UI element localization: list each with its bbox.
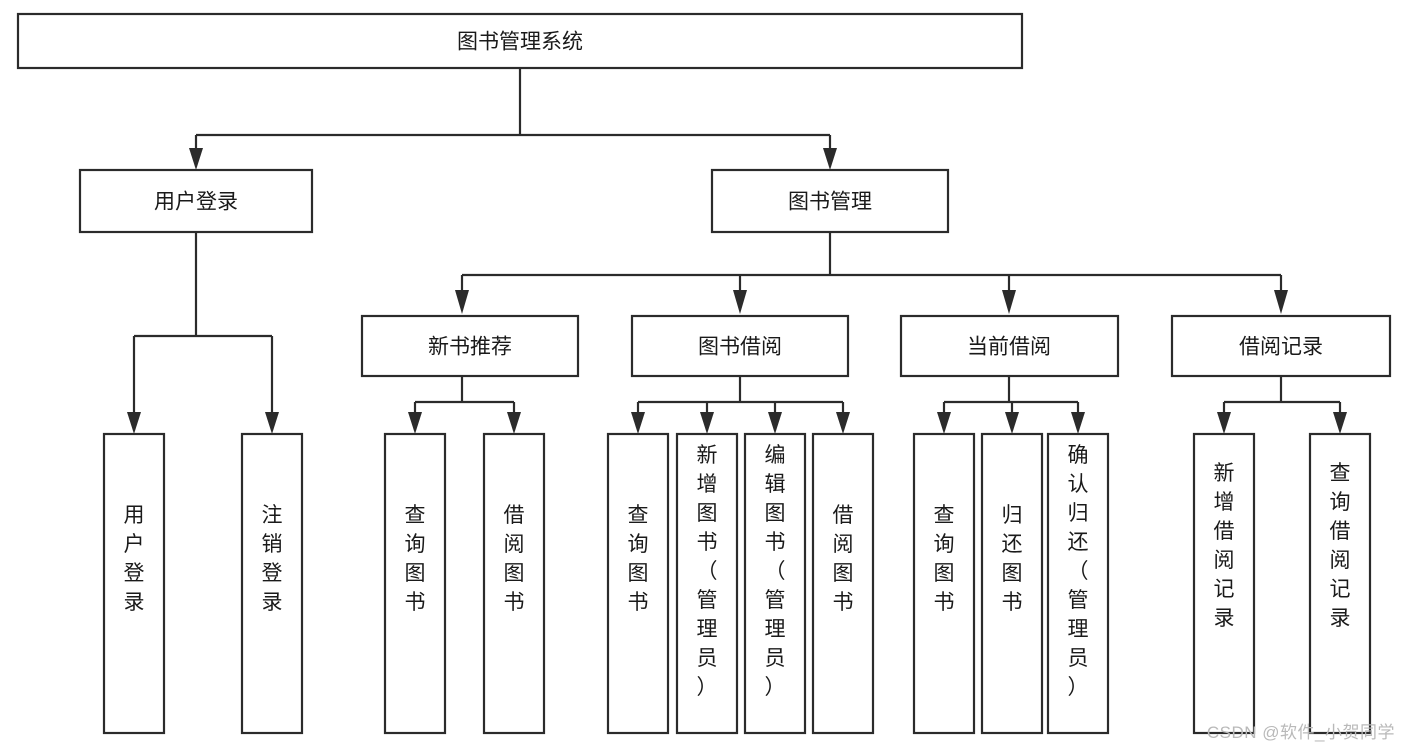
leaf-borrowbook-add[interactable]: 新增图书（管理员） <box>675 432 739 735</box>
arrow-newbook-leaf2 <box>507 412 521 434</box>
arrow-borrowbook-leaf2 <box>700 412 714 434</box>
node-book-manage-label: 图书管理 <box>788 191 872 214</box>
node-new-book-box[interactable] <box>360 314 580 378</box>
leaf-currentborrow-query[interactable]: 查询图书 <box>912 432 976 735</box>
arrow-borrowbook-leaf1 <box>631 412 645 434</box>
node-book-manage[interactable]: 图书管理 <box>710 168 950 234</box>
leaf-borrowbook-edit[interactable]: 编辑图书（管理员） <box>743 432 807 735</box>
leaf-borrowrecord-add[interactable]: 新增借阅记录 <box>1192 432 1256 735</box>
leaf-logout-box[interactable] <box>240 432 304 735</box>
arrow-currentborrow-leaf1 <box>937 412 951 434</box>
leaf-currentborrow-confirm[interactable]: 确认归还（管理员） <box>1046 432 1110 735</box>
leaf-currentborrow-return-box[interactable] <box>980 432 1044 735</box>
leaf-currentborrow-query-box[interactable] <box>912 432 976 735</box>
node-user-login-label: 用户登录 <box>154 191 238 214</box>
leaf-borrowbook-edit-box[interactable] <box>743 432 807 735</box>
arrow-to-new-book <box>455 290 469 314</box>
leaf-borrowbook-borrow[interactable]: 借阅图书 <box>811 432 875 735</box>
node-current-borrow[interactable]: 当前借阅 <box>899 314 1120 378</box>
leaf-currentborrow-return[interactable]: 归还图书 <box>980 432 1044 735</box>
arrow-to-book-manage <box>823 148 837 170</box>
node-root-label: 图书管理系统 <box>457 31 583 54</box>
arrow-to-borrow-record <box>1274 290 1288 314</box>
connector-layer <box>127 68 1347 434</box>
node-borrow-book-box[interactable] <box>630 314 850 378</box>
leaf-borrowrecord-add-label: 新增借阅记录 <box>1214 462 1235 630</box>
leaf-borrowrecord-query-box[interactable] <box>1308 432 1372 735</box>
leaf-logout[interactable]: 注销登录 <box>240 432 304 735</box>
node-borrow-record-box[interactable] <box>1170 314 1392 378</box>
leaf-newbook-query-label: 查询图书 <box>405 504 426 614</box>
leaf-logout-label: 注销登录 <box>262 504 283 614</box>
arrow-borrowrecord-leaf2 <box>1333 412 1347 434</box>
node-borrow-record[interactable]: 借阅记录 <box>1170 314 1392 378</box>
leaf-user-login-label: 用户登录 <box>124 504 145 614</box>
leaf-borrowrecord-query[interactable]: 查询借阅记录 <box>1308 432 1372 735</box>
leaf-borrowrecord-add-box[interactable] <box>1192 432 1256 735</box>
leaf-user-login[interactable]: 用户登录 <box>102 432 166 735</box>
arrow-newbook-leaf1 <box>408 412 422 434</box>
leaf-borrowbook-add-label: 新增图书（管理员） <box>697 444 718 699</box>
leaf-currentborrow-confirm-label: 确认归还（管理员） <box>1068 444 1089 699</box>
csdn-watermark: CSDN @软件_小贺同学 <box>1206 723 1395 742</box>
node-user-login[interactable]: 用户登录 <box>78 168 314 234</box>
node-borrow-record-label: 借阅记录 <box>1239 336 1323 359</box>
arrow-borrowbook-leaf3 <box>768 412 782 434</box>
leaf-borrowbook-borrow-box[interactable] <box>811 432 875 735</box>
node-borrow-book[interactable]: 图书借阅 <box>630 314 850 378</box>
node-new-book[interactable]: 新书推荐 <box>360 314 580 378</box>
leaf-currentborrow-query-label: 查询图书 <box>934 504 955 614</box>
node-root-box[interactable] <box>16 12 1024 70</box>
leaf-user-login-box[interactable] <box>102 432 166 735</box>
leaf-newbook-borrow-box[interactable] <box>482 432 546 735</box>
arrow-to-current-borrow <box>1002 290 1016 314</box>
node-root[interactable]: 图书管理系统 <box>16 12 1024 70</box>
arrow-to-user-login-leaf <box>127 412 141 434</box>
node-borrow-book-label: 图书借阅 <box>698 336 782 359</box>
leaf-borrowbook-query[interactable]: 查询图书 <box>606 432 670 735</box>
arrow-borrowbook-leaf4 <box>836 412 850 434</box>
leaf-borrowrecord-query-label: 查询借阅记录 <box>1330 462 1351 630</box>
leaf-newbook-query[interactable]: 查询图书 <box>383 432 447 735</box>
node-book-manage-box[interactable] <box>710 168 950 234</box>
leaf-borrowbook-query-label: 查询图书 <box>628 504 649 614</box>
leaf-borrowbook-edit-label: 编辑图书（管理员） <box>765 444 786 699</box>
leaf-currentborrow-confirm-box[interactable] <box>1046 432 1110 735</box>
arrow-to-logout-leaf <box>265 412 279 434</box>
leaf-newbook-query-box[interactable] <box>383 432 447 735</box>
leaf-borrowbook-add-box[interactable] <box>675 432 739 735</box>
node-current-borrow-label: 当前借阅 <box>967 336 1051 359</box>
leaf-borrowbook-borrow-label: 借阅图书 <box>833 504 854 614</box>
node-new-book-label: 新书推荐 <box>428 336 512 359</box>
leaf-currentborrow-return-label: 归还图书 <box>1002 504 1023 614</box>
leaf-newbook-borrow-label: 借阅图书 <box>504 504 525 614</box>
arrow-borrowrecord-leaf1 <box>1217 412 1231 434</box>
arrow-to-user-login <box>189 148 203 170</box>
node-user-login-box[interactable] <box>78 168 314 234</box>
leaf-borrowbook-query-box[interactable] <box>606 432 670 735</box>
leaf-newbook-borrow[interactable]: 借阅图书 <box>482 432 546 735</box>
node-current-borrow-box[interactable] <box>899 314 1120 378</box>
arrow-to-borrow-book <box>733 290 747 314</box>
arrow-currentborrow-leaf2 <box>1005 412 1019 434</box>
arrow-currentborrow-leaf3 <box>1071 412 1085 434</box>
